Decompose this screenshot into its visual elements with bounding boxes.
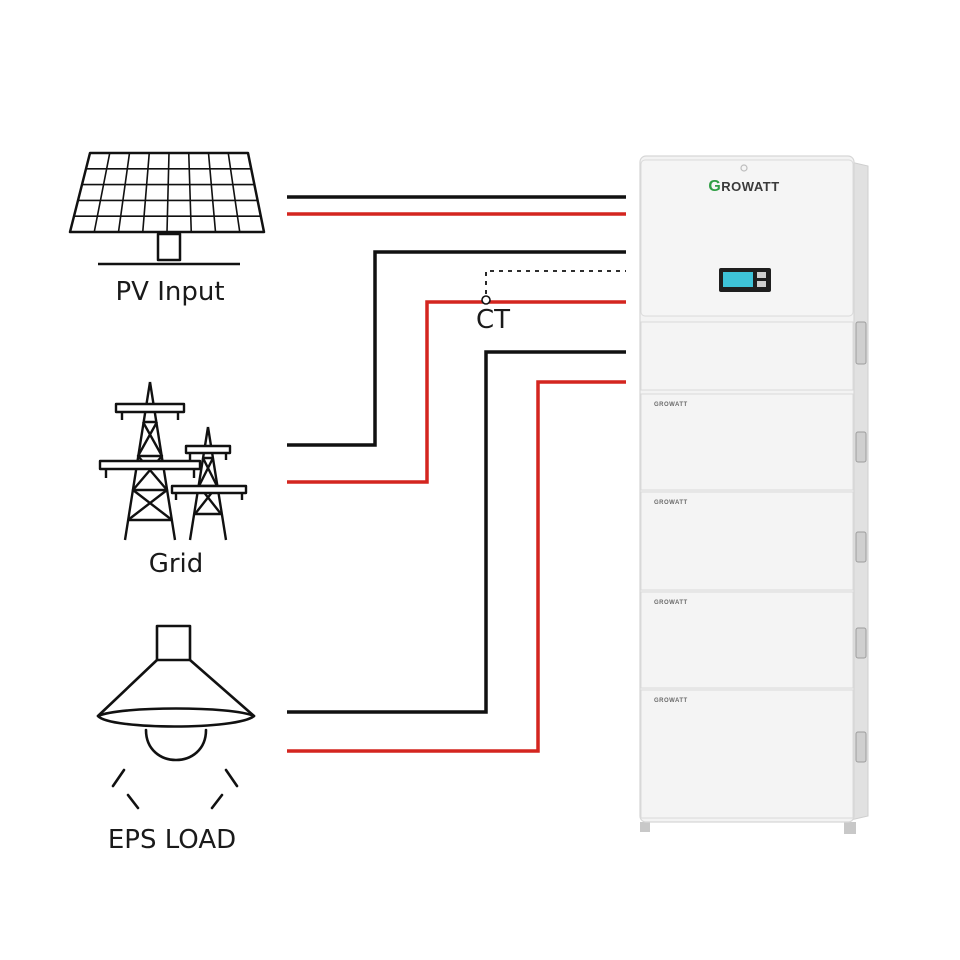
svg-text:GROWATT: GROWATT xyxy=(654,698,688,704)
svg-text:GROWATT: GROWATT xyxy=(654,600,688,606)
ct-sensor xyxy=(481,270,626,305)
inverter-top-led xyxy=(740,164,748,172)
grid-wire-black xyxy=(287,250,626,447)
inverter-module xyxy=(640,159,854,317)
pendant-lamp-icon xyxy=(96,624,256,810)
eps-wire-red xyxy=(287,380,626,753)
battery-module-3: GROWATT xyxy=(640,491,867,591)
eps-wire-black xyxy=(287,350,626,714)
eps-wires xyxy=(287,350,626,753)
inverter-battery-cabinet: GROWATT GROWATT GROWATT GROWATT GR xyxy=(639,155,869,834)
pv-wires xyxy=(287,195,626,216)
battery-module-1 xyxy=(640,321,854,391)
battery-module-5: GROWATT xyxy=(640,689,867,819)
eps-load-label: EPS LOAD xyxy=(108,825,236,855)
battery-module-brand: GROWATT xyxy=(654,402,688,408)
grid-wires xyxy=(287,250,626,484)
ct-label: CT xyxy=(476,305,510,335)
grid-label: Grid xyxy=(149,549,204,579)
ct-clamp xyxy=(481,295,491,305)
battery-module-4: GROWATT xyxy=(640,591,867,689)
inverter-brand-logo: GROWATT xyxy=(708,178,779,195)
ct-wire-dashed xyxy=(485,270,626,294)
transmission-tower-icon xyxy=(98,381,248,541)
cabinet-foot-right xyxy=(844,822,856,834)
battery-module-2: GROWATT xyxy=(640,393,867,491)
lcd-button-1 xyxy=(757,272,766,278)
svg-text:GROWATT: GROWATT xyxy=(654,500,688,506)
pv-input-label: PV Input xyxy=(115,277,224,307)
solar-panel-icon xyxy=(68,151,266,266)
grid-wire-red xyxy=(287,300,626,484)
cabinet-foot-left xyxy=(640,822,650,832)
lcd-button-2 xyxy=(757,281,766,287)
